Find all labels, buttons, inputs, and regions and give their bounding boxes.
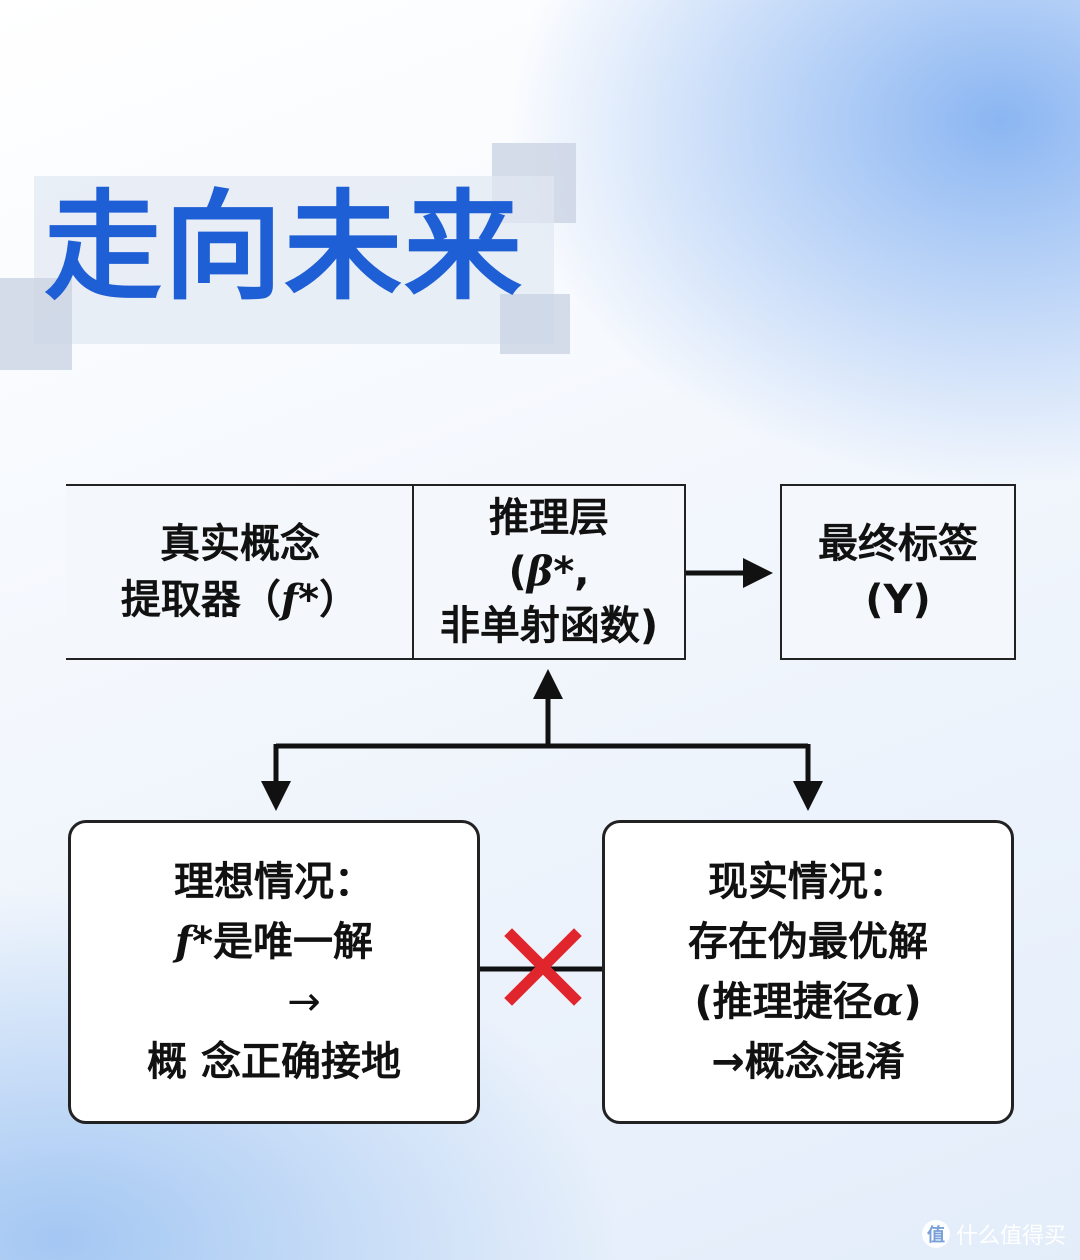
label-box: 最终标签 (Y) — [780, 484, 1016, 660]
deco-square-3 — [500, 294, 570, 354]
reality-line3: (推理捷径α) — [694, 978, 922, 1025]
arrow-icon: → — [287, 979, 321, 1025]
ideal-line4: 概 念正确接地 — [147, 1039, 401, 1085]
reality-line4: →概念混淆 — [711, 1039, 905, 1085]
label-line2: (Y) — [865, 577, 931, 623]
reality-case-box: 现实情况： 存在伪最优解 (推理捷径α) →概念混淆 — [602, 820, 1014, 1124]
label-line1: 最终标签 — [818, 521, 978, 567]
watermark: 值 什么值得买 — [921, 1218, 1066, 1250]
watermark-icon: 值 — [921, 1220, 950, 1248]
page-title: 走向未来 — [44, 178, 525, 316]
reasoning-box: 推理层 (β*, 非单射函数) — [412, 484, 686, 660]
reasoning-line1: 推理层 — [489, 495, 609, 541]
ideal-line1: 理想情况： — [174, 859, 374, 905]
deco-band — [34, 176, 554, 344]
deco-square-2 — [0, 278, 72, 370]
ideal-line2: f*是唯一解 — [174, 918, 374, 965]
reasoning-line3: 非单射函数) — [439, 603, 659, 649]
reasoning-line2: (β*, — [508, 548, 590, 595]
extractor-line1: 真实概念 — [160, 521, 320, 567]
extractor-line2: 提取器（f*） — [120, 576, 360, 623]
extractor-box: 真实概念 提取器（f*） — [66, 484, 414, 660]
reality-line2: 存在伪最优解 — [688, 919, 928, 965]
ideal-case-box: 理想情况： f*是唯一解 → 概 念正确接地 — [68, 820, 480, 1124]
reality-line1: 现实情况： — [708, 859, 908, 905]
cross-icon — [504, 928, 582, 1006]
watermark-text: 什么值得买 — [955, 1224, 1066, 1249]
